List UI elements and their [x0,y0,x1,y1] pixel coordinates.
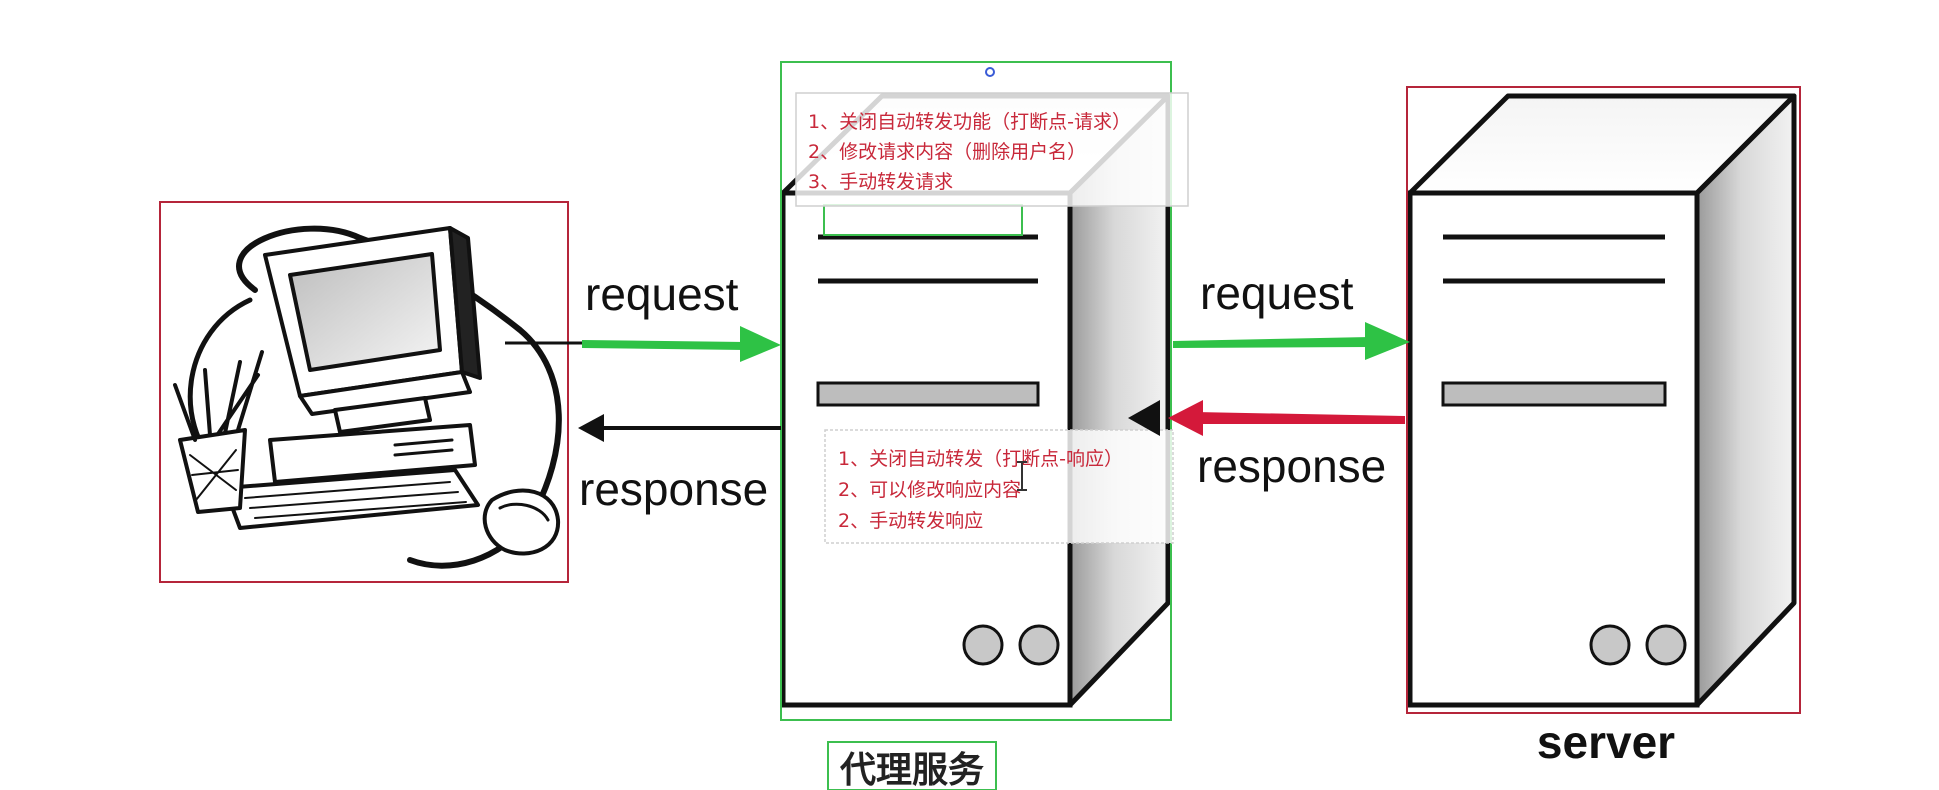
request-arrow-right [1173,322,1410,360]
response-note-1: 1、关闭自动转发（打断点-响应） [838,448,1123,470]
request-label-right: request [1200,267,1354,319]
server-group: server [1406,86,1801,768]
response-arrow-right [1128,400,1405,436]
response-label-left: response [579,463,768,515]
proxy-frame [780,61,1172,721]
response-arrow-left [578,414,781,442]
response-notes-box [824,429,1174,544]
tower-server-icon [1407,93,1797,708]
arrows: request response request response [505,267,1410,515]
desktop-computer-icon [173,225,562,569]
request-note-2: 2、修改请求内容（删除用户名） [808,141,1086,163]
server-caption: server [1537,716,1675,768]
response-label-right: response [1197,440,1386,492]
request-notes-box [795,92,1189,207]
client-frame [159,201,569,583]
request-note-1: 1、关闭自动转发功能（打断点-请求） [808,111,1131,133]
text-cursor-icon [1017,461,1027,491]
request-note-3: 3、手动转发请求 [808,171,953,193]
proxy-group: 1、关闭自动转发功能（打断点-请求） 2、修改请求内容（删除用户名） 3、手动转… [780,61,1189,790]
cursor-marker [985,67,995,77]
proxy-caption: 代理服务 [839,750,984,790]
response-note-3: 2、手动转发响应 [838,510,983,532]
proxy-caption-frame [827,741,997,790]
request-arrow-left [582,326,781,362]
server-frame [1406,86,1801,714]
response-note-2: 2、可以修改响应内容 [838,479,1021,501]
request-label-left: request [585,268,739,320]
client-group [159,201,569,583]
